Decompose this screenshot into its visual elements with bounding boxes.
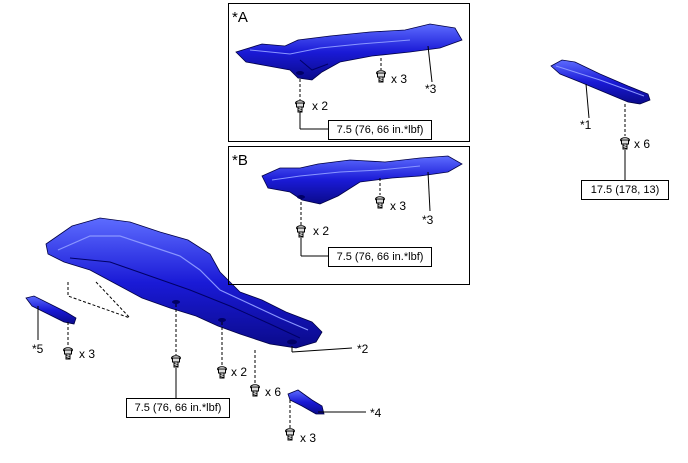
inset-a-part-callout: *3 [425,82,437,96]
main-torque-box: 7.5 (76, 66 in.*lbf) [126,398,230,418]
right-part-callout: *1 [580,118,592,132]
small-bolt-count: x 3 [300,431,317,445]
inset-a-frame [228,3,470,142]
left-part-callout: *5 [32,342,44,356]
inset-b-label: *B [232,152,248,169]
inset-b-cover-part [261,155,463,205]
inset-b-part-callout: *3 [422,213,434,227]
inset-a-bolt-lower-count: x 2 [312,99,329,113]
inset-b-frame [228,146,470,285]
small-part-callout: *4 [370,406,382,420]
main-bolt-x2-count: x 2 [231,365,248,379]
main-bolt-x6 [250,384,260,397]
right-bolt [620,137,630,150]
main-under-cover-part [45,217,323,349]
main-bolt-torque [171,355,181,368]
small-bracket-part [287,389,325,415]
inset-b-torque-box: 7.5 (76, 66 in.*lbf) [328,247,432,267]
inset-a-cover-part [235,23,463,81]
small-bolt [285,428,295,441]
left-bolt [63,347,73,360]
main-bolt-x6-count: x 6 [265,385,282,399]
right-torque-box: 17.5 (178, 13) [581,180,669,200]
right-bracket-part [550,59,651,105]
inset-a-label: *A [232,9,248,26]
left-bolt-count: x 3 [79,347,96,361]
inset-b-bolt-upper-count: x 3 [390,199,407,213]
main-bolt-x2 [217,366,227,379]
left-small-part [25,295,77,325]
right-bolt-count: x 6 [634,137,651,151]
inset-b-bolt-lower-count: x 2 [313,224,330,238]
inset-a-torque-box: 7.5 (76, 66 in.*lbf) [328,120,432,140]
main-part-callout: *2 [357,342,369,356]
inset-a-bolt-upper-count: x 3 [391,72,408,86]
